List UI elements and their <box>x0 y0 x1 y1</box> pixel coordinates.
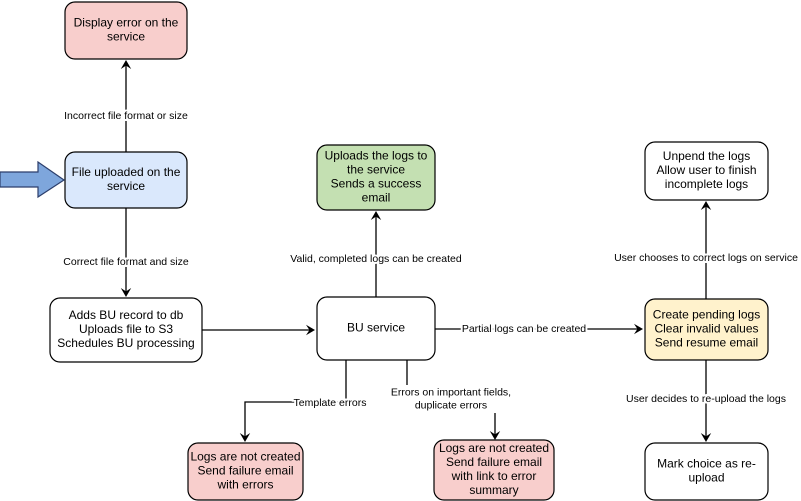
edge-errors-on-important-fields: Errors on important fields,duplicate err… <box>389 360 513 440</box>
edge-partial-logs-can-be-created-arrowhead <box>634 323 643 335</box>
edge-user-chooses-to-correct-logs: User chooses to correct logs on serviceU… <box>612 201 800 299</box>
edge-incorrect-file-format-or-size-arrowhead <box>120 60 132 69</box>
edge-partial-logs-can-be-created-label: Partial logs can be created <box>462 323 586 335</box>
node-box-uploads-the-logs-to-service[interactable] <box>316 144 436 211</box>
node-label-bu-service: BU service <box>347 321 405 335</box>
edge-errors-on-important-fields-label-halo: Errors on important fields,duplicate err… <box>391 386 511 411</box>
node-box-bu-service[interactable] <box>316 296 436 361</box>
node-box-display-error-on-service[interactable] <box>64 1 188 60</box>
edge-partial-logs-can-be-created-label-halo: Partial logs can be created <box>462 323 586 335</box>
node-box-logs-not-created-send-failure-email-with-errors[interactable] <box>187 442 304 501</box>
edge-adds-bu-record-to-bu-service <box>202 324 315 336</box>
input-block-arrow <box>0 160 66 199</box>
edge-user-decides-to-re-upload-arrowhead <box>700 433 712 442</box>
edge-errors-on-important-fields-label: Errors on important fields,duplicate err… <box>391 386 511 411</box>
edge-valid-completed-logs-can-be-created-label: Valid, completed logs can be created <box>290 253 462 265</box>
edge-errors-on-important-fields-arrowhead <box>489 431 501 440</box>
edge-user-chooses-to-correct-logs-arrowhead <box>700 201 712 210</box>
edge-correct-file-format-and-size-label-halo: Correct file format and size <box>63 256 189 268</box>
node-box-mark-choice-as-re-upload[interactable] <box>644 442 769 501</box>
edge-correct-file-format-and-size-arrowhead <box>120 288 132 297</box>
edge-template-errors-line <box>244 360 347 438</box>
node-box-create-pending-logs[interactable] <box>644 298 769 361</box>
edge-incorrect-file-format-or-size-label-halo: Incorrect file format or size <box>64 110 188 122</box>
edge-template-errors-label: Template errors <box>294 397 367 409</box>
node-box-logs-not-created-send-failure-email-with-link[interactable] <box>433 439 555 501</box>
node-box-unpend-the-logs[interactable] <box>644 141 769 201</box>
edge-errors-on-important-fields-line <box>406 360 496 436</box>
block-arrow-layer <box>0 160 66 199</box>
edge-user-decides-to-re-upload-label-halo: User decides to re-upload the logs <box>626 393 786 405</box>
edge-user-decides-to-re-upload-label: User decides to re-upload the logs <box>626 393 786 405</box>
edge-adds-bu-record-to-bu-service-arrowhead <box>306 324 315 336</box>
edge-user-chooses-to-correct-logs-label-halo: User chooses to correct logs on service <box>614 252 798 264</box>
edge-valid-completed-logs-can-be-created-label-halo: Valid, completed logs can be created <box>290 253 462 265</box>
node-mark-choice-as-re-upload[interactable]: Mark choice as re-upload <box>644 442 769 501</box>
node-bu-service[interactable]: BU service <box>316 296 436 361</box>
edge-template-errors-label-halo: Template errors <box>294 397 367 409</box>
edge-user-chooses-to-correct-logs-label: User chooses to correct logs on service <box>614 252 798 264</box>
edge-valid-completed-logs-can-be-created: Valid, completed logs can be createdVali… <box>288 211 464 297</box>
node-box-adds-bu-record-to-db[interactable] <box>49 297 203 363</box>
edge-correct-file-format-and-size-label: Correct file format and size <box>63 256 189 268</box>
edge-incorrect-file-format-or-size-label: Incorrect file format or size <box>64 110 188 122</box>
node-label-mark-choice-as-re-upload: Mark choice as re-upload <box>657 457 756 485</box>
edge-template-errors-arrowhead <box>239 433 251 442</box>
edge-valid-completed-logs-can-be-created-arrowhead <box>370 211 382 220</box>
